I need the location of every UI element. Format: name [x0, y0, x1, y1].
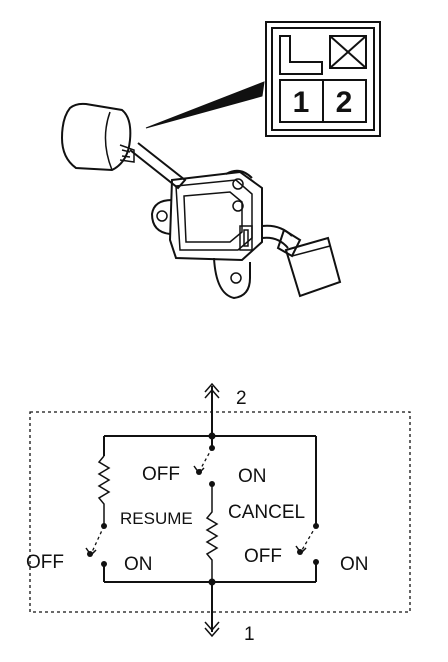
right-off-label: OFF — [244, 546, 282, 567]
connector-pin-1: 1 — [293, 86, 310, 119]
connector-pin-2: 2 — [336, 86, 353, 119]
left-on-label: ON — [124, 554, 153, 575]
center-switch-blade — [199, 447, 213, 471]
connector-face: 1 2 — [265, 21, 381, 137]
callout-wedge — [145, 81, 265, 129]
lever-arm — [129, 142, 187, 190]
terminal-2-label: 2 — [236, 388, 247, 409]
switch-illustration — [60, 81, 342, 300]
resume-label: RESUME — [120, 509, 193, 528]
terminal-2-arrow — [204, 382, 220, 436]
center-resistor — [205, 484, 219, 582]
harness-plug — [261, 224, 342, 298]
empty-cavity-icon — [329, 35, 367, 69]
terminal-1-arrow — [204, 582, 220, 638]
switch-boundary — [29, 411, 411, 613]
right-on-label: ON — [340, 554, 369, 575]
cancel-label: CANCEL — [228, 502, 305, 523]
left-switch-blade — [91, 525, 105, 553]
left-off-label: OFF — [26, 552, 64, 573]
circuit-schematic: 2 1 OFF ON OFF ON — [26, 382, 411, 645]
left-resistor — [97, 455, 111, 524]
center-off-label: OFF — [142, 464, 180, 485]
lever-knob — [60, 102, 135, 172]
right-switch-blade — [301, 525, 317, 551]
switch-body — [150, 169, 263, 300]
terminal-1-label: 1 — [244, 624, 255, 645]
center-on-label: ON — [238, 466, 267, 487]
